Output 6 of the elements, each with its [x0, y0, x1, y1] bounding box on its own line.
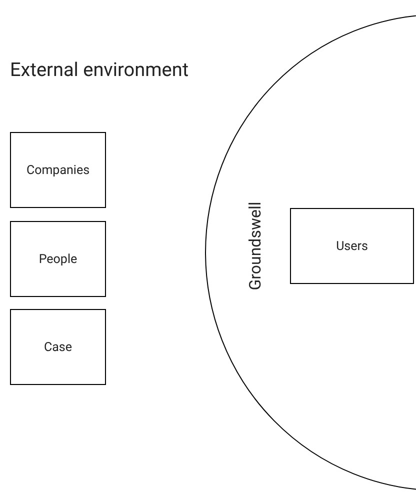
section-heading: External environment — [10, 58, 189, 81]
process-box: Users — [290, 208, 414, 284]
process-box: Companies — [10, 132, 106, 208]
region-label: Groundswell — [246, 202, 264, 290]
process-box: People — [10, 221, 106, 297]
process-box: Case — [10, 309, 106, 385]
